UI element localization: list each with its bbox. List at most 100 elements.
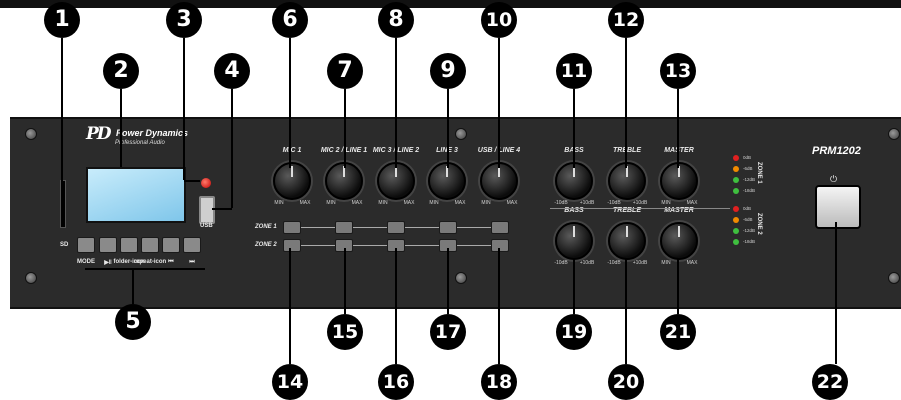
callout-7: 7 xyxy=(327,53,363,89)
input-knob-3-min-label: MIN xyxy=(378,200,387,206)
callout-16: 16 xyxy=(378,364,414,400)
zone-1-button-1[interactable] xyxy=(283,221,301,234)
vu-led xyxy=(733,155,739,161)
input-knob-5-max-label: MAX xyxy=(507,200,518,206)
sd-card-slot[interactable] xyxy=(60,180,66,228)
power-switch[interactable] xyxy=(815,185,861,229)
callout-lead-line xyxy=(120,89,122,167)
vu-led xyxy=(733,228,739,234)
vu-level-label: -12dB xyxy=(743,228,755,233)
vu-level-label: -6dB xyxy=(743,217,753,222)
input-knob-2-max-label: MAX xyxy=(352,200,363,206)
zone2-knob-3[interactable] xyxy=(660,222,698,260)
zone-1-button-4[interactable] xyxy=(439,221,457,234)
callout-22: 22 xyxy=(812,364,848,400)
callout-21: 21 xyxy=(660,314,696,350)
zone-1-button-3[interactable] xyxy=(387,221,405,234)
player-button-2[interactable] xyxy=(99,237,117,253)
callout-14: 14 xyxy=(272,364,308,400)
callout-13: 13 xyxy=(660,53,696,89)
player-button-6[interactable] xyxy=(183,237,201,253)
zone-1-button-5[interactable] xyxy=(491,221,509,234)
zone1-knob-3[interactable] xyxy=(660,162,698,200)
zone1-knob-1-min-label: -10dB xyxy=(554,200,567,206)
zone-2-label: ZONE 2 xyxy=(255,242,277,248)
brand-logo: PD xyxy=(86,124,110,144)
zone2-knob-3-min-label: MIN xyxy=(661,260,670,266)
callout-lead-line xyxy=(573,258,575,314)
zone2-knob-2-min-label: -10dB xyxy=(607,260,620,266)
callout-lead-line xyxy=(677,89,679,168)
screw-icon xyxy=(888,128,900,140)
vu-led xyxy=(733,177,739,183)
zone2-knob-3-max-label: MAX xyxy=(687,260,698,266)
zone2-knob-2[interactable] xyxy=(608,222,646,260)
input-knob-1-min-label: MIN xyxy=(274,200,283,206)
input-knob-4-max-label: MAX xyxy=(455,200,466,206)
vu-level-label: -12dB xyxy=(743,177,755,182)
zone2-knob-1-min-label: -10dB xyxy=(554,260,567,266)
vu-level-label: 0dB xyxy=(743,206,751,211)
input-knob-2-min-label: MIN xyxy=(326,200,335,206)
zone1-knob-2-max-label: +10dB xyxy=(633,200,648,206)
callout-lead-line xyxy=(625,38,627,168)
player-button-5[interactable] xyxy=(162,237,180,253)
zone1-knob-3-max-label: MAX xyxy=(687,200,698,206)
player-button-4[interactable] xyxy=(141,237,159,253)
vu-level-label: 0dB xyxy=(743,155,751,160)
vu-level-label: -18dB xyxy=(743,188,755,193)
input-knob-3-max-label: MAX xyxy=(404,200,415,206)
vu-zone-1-label: ZONE 1 xyxy=(756,162,762,184)
screw-icon xyxy=(25,128,37,140)
callout-17: 17 xyxy=(430,314,466,350)
usb-label: USB xyxy=(200,223,213,229)
zone-2-button-1[interactable] xyxy=(283,239,301,252)
callout-lead-line xyxy=(677,258,679,314)
zone-1-button-2[interactable] xyxy=(335,221,353,234)
callout-15: 15 xyxy=(327,314,363,350)
player-button-1[interactable] xyxy=(77,237,95,253)
zone1-knob-2[interactable] xyxy=(608,162,646,200)
zone-2-button-5[interactable] xyxy=(491,239,509,252)
callout-1: 1 xyxy=(44,2,80,38)
zone1-knob-3-min-label: MIN xyxy=(661,200,670,206)
player-button-label: ⏭ xyxy=(189,259,194,266)
player-button-label: MODE xyxy=(77,259,95,265)
screw-icon xyxy=(888,272,900,284)
input-knob-5-min-label: MIN xyxy=(481,200,490,206)
vu-led xyxy=(733,188,739,194)
callout-12: 12 xyxy=(608,2,644,38)
vu-led xyxy=(733,217,739,223)
input-knob-1[interactable] xyxy=(273,162,311,200)
callout-6: 6 xyxy=(272,2,308,38)
sd-label: SD xyxy=(60,242,68,248)
zone-1-label: ZONE 1 xyxy=(255,224,277,230)
callout-lead-line xyxy=(835,222,837,364)
callout-lead-line xyxy=(395,38,397,168)
screw-icon xyxy=(455,272,467,284)
input-knob-1-label: MIC 1 xyxy=(283,147,302,154)
model-name: PRM1202 xyxy=(812,145,861,157)
vu-led xyxy=(733,206,739,212)
vu-level-label: -18dB xyxy=(743,239,755,244)
callout-lead-line xyxy=(212,208,232,210)
callout-lead-line xyxy=(573,89,575,168)
callout-lead-line xyxy=(344,89,346,168)
callout-lead-line xyxy=(447,248,449,314)
callout-lead-line xyxy=(61,38,63,185)
callout-19: 19 xyxy=(556,314,592,350)
brand-name: Power Dynamics xyxy=(116,128,188,138)
screw-icon xyxy=(455,128,467,140)
player-button-3[interactable] xyxy=(120,237,138,253)
screw-icon xyxy=(25,272,37,284)
usb-port[interactable] xyxy=(199,196,215,224)
zone1-knob-1-max-label: +10dB xyxy=(580,200,595,206)
zone2-knob-1-max-label: +10dB xyxy=(580,260,595,266)
callout-10: 10 xyxy=(481,2,517,38)
zone2-knob-1[interactable] xyxy=(555,222,593,260)
vu-level-label: -6dB xyxy=(743,166,753,171)
callout-20: 20 xyxy=(608,364,644,400)
callout-lead-line xyxy=(498,38,500,168)
callout-lead-line xyxy=(625,258,627,364)
zone2-knob-2-max-label: +10dB xyxy=(633,260,648,266)
